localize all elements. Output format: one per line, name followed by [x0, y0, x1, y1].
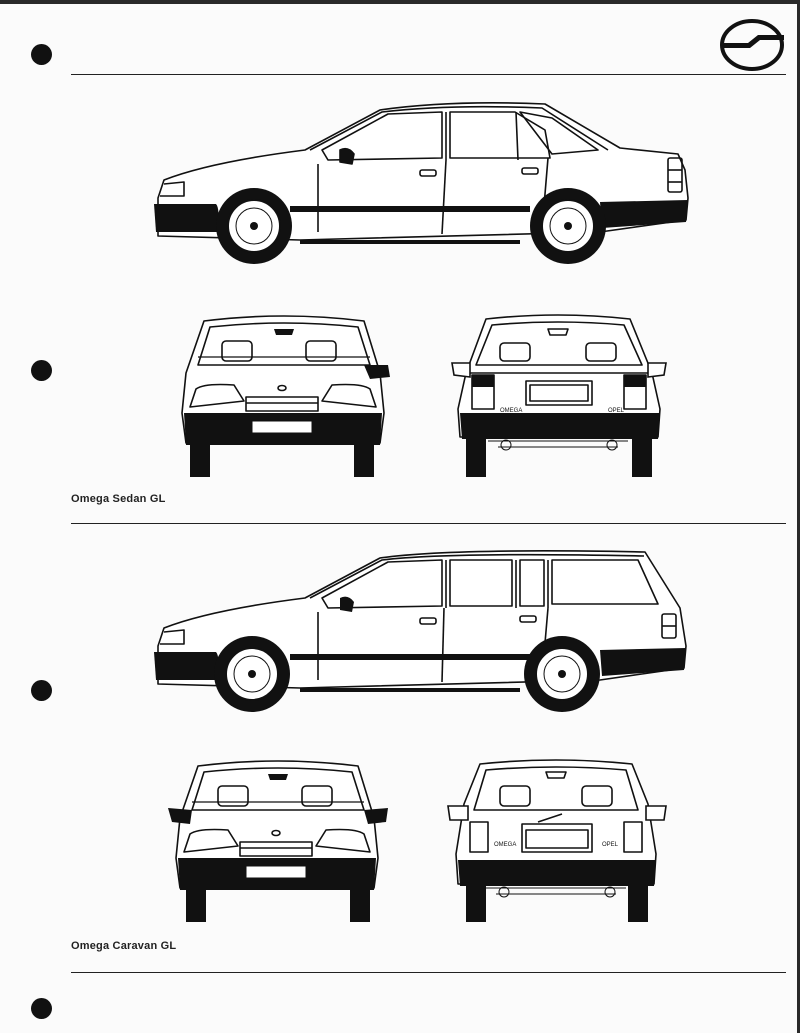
sedan-caption: Omega Sedan GL: [71, 493, 166, 505]
opel-blitz-logo-icon: [720, 19, 784, 71]
rear-badge-omega: OMEGA: [500, 408, 522, 414]
binder-hole: [31, 44, 52, 65]
rear-badge-opel: OPEL: [602, 842, 619, 848]
binder-hole: [31, 360, 52, 381]
caravan-front-view: [168, 760, 388, 922]
rear-badge-opel: OPEL: [608, 408, 625, 414]
brochure-page: OMEGA OPEL Omega Sedan GL: [0, 4, 797, 1033]
sedan-front-view: [181, 315, 390, 477]
caravan-rear-view: OMEGA OPEL: [447, 759, 667, 922]
caravan-caption: Omega Caravan GL: [71, 940, 177, 952]
rear-badge-omega: OMEGA: [494, 842, 516, 848]
divider-line: [71, 972, 786, 973]
binder-hole: [31, 998, 52, 1019]
sedan-side-view: [154, 102, 689, 264]
binder-hole: [31, 680, 52, 701]
caravan-side-view: [154, 550, 687, 712]
divider-line: [71, 74, 786, 75]
sedan-rear-view: OMEGA OPEL: [451, 314, 667, 477]
divider-line: [71, 523, 786, 524]
